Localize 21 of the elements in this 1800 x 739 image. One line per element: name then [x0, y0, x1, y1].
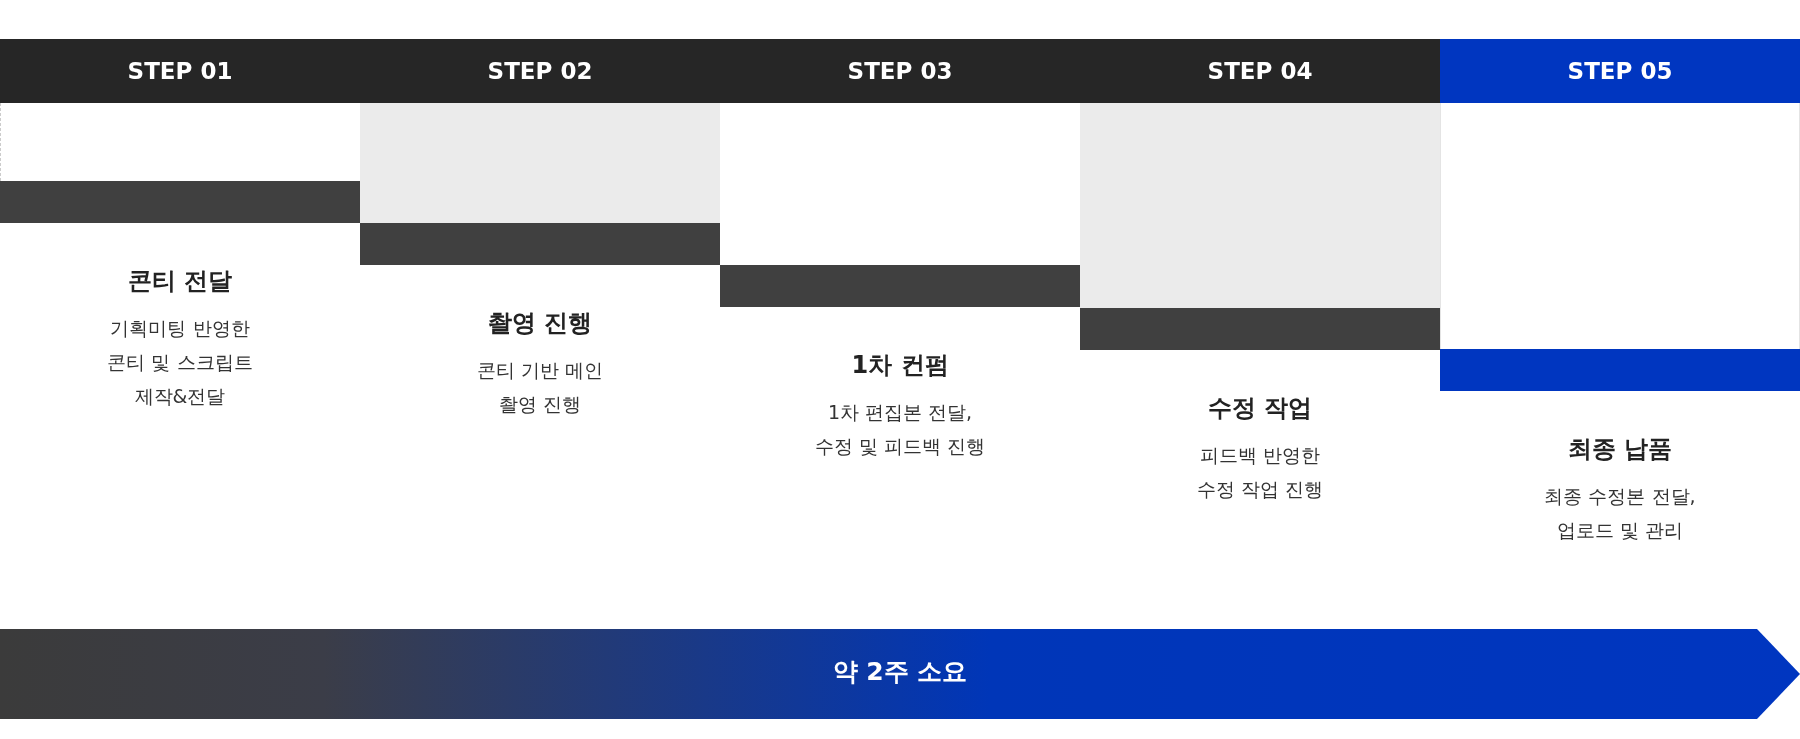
- timeline-bar: [0, 181, 360, 223]
- timeline-bar: [360, 223, 720, 265]
- step-description: 최종 수정본 전달, 업로드 및 관리: [1543, 484, 1697, 543]
- step-title: 1차 컨펌: [850, 350, 950, 381]
- step-title: 최종 납품: [1566, 434, 1674, 465]
- timeline-bar: [720, 265, 1080, 307]
- step-title: 수정 작업: [1206, 393, 1314, 424]
- step-description: 콘티 기반 메인 촬영 진행: [475, 358, 605, 417]
- duration-label: 약 2주 소요: [831, 656, 969, 688]
- step-title: 콘티 전달: [126, 266, 234, 297]
- step-header: STEP 03: [720, 39, 1080, 103]
- step-header: STEP 05: [1440, 39, 1800, 103]
- timeline-bar: [1440, 349, 1800, 391]
- step-description: 1차 편집본 전달, 수정 및 피드백 진행: [813, 400, 987, 459]
- step-header: STEP 01: [0, 39, 360, 103]
- timeline-bar: [1080, 308, 1440, 350]
- step-description: 피드백 반영한 수정 작업 진행: [1195, 443, 1325, 502]
- step-description: 기획미팅 반영한 콘티 및 스크립트 제작&전달: [106, 316, 254, 409]
- step-title: 촬영 진행: [486, 308, 594, 339]
- step-header: STEP 02: [360, 39, 720, 103]
- step-header: STEP 04: [1080, 39, 1440, 103]
